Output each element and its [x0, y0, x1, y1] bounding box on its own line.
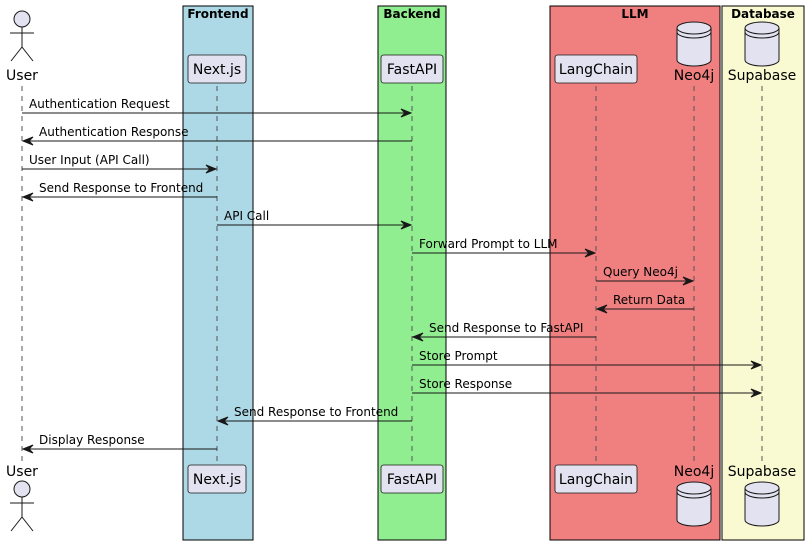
arrowhead-icon: [682, 276, 695, 286]
participant-user-top: User: [6, 10, 38, 84]
participant-fastapi-bottom: FastAPI: [380, 464, 444, 494]
group-llm: LLM: [549, 5, 721, 541]
message-5: API Call: [217, 209, 413, 230]
message-label: Store Prompt: [419, 349, 498, 363]
message-12: Send Response to Frontend: [216, 405, 412, 426]
message-6: Forward Prompt to LLM: [412, 237, 597, 258]
participant-nextjs-top: Next.js: [187, 54, 247, 84]
participant-langchain-bottom: LangChain: [554, 464, 638, 494]
group-title-llm: LLM: [621, 7, 648, 21]
group-backend: Backend: [377, 5, 447, 541]
participant-label-user: User: [6, 464, 38, 480]
message-label: Store Response: [419, 377, 512, 391]
group-database: Database: [721, 5, 805, 541]
participant-neo4j-bottom: Neo4j: [674, 464, 714, 527]
group-box-database: [721, 5, 805, 541]
message-1: Authentication Request: [22, 97, 413, 118]
group-frontend: Frontend: [182, 5, 254, 541]
arrowhead-icon: [750, 360, 763, 370]
message-label: Authentication Request: [29, 97, 170, 111]
message-label: API Call: [224, 209, 269, 223]
message-2: Authentication Response: [21, 125, 412, 146]
group-box-llm: [549, 5, 721, 541]
message-label: Query Neo4j: [603, 265, 678, 279]
person-icon: [10, 480, 34, 532]
participant-nextjs-bottom: Next.js: [187, 464, 247, 494]
participant-user-bottom: User: [6, 464, 38, 532]
message-label: Send Response to Frontend: [234, 405, 398, 419]
database-icon: [744, 21, 780, 67]
participant-box-fastapi: [380, 464, 444, 494]
participant-label-langchain: LangChain: [559, 62, 633, 78]
group-box-backend: [377, 5, 447, 541]
arrowhead-icon: [400, 220, 413, 230]
participant-label-supabase: Supabase: [728, 464, 797, 480]
participant-box-langchain: [554, 54, 638, 84]
database-icon: [676, 21, 712, 67]
participant-label-nextjs: Next.js: [193, 472, 241, 488]
database-icon: [676, 481, 712, 527]
message-9: Send Response to FastAPI: [411, 321, 596, 342]
message-label: Return Data: [613, 293, 685, 307]
arrowhead-icon: [21, 192, 34, 202]
participant-box-nextjs: [187, 54, 247, 84]
message-label: Authentication Response: [39, 125, 189, 139]
group-title-frontend: Frontend: [187, 7, 248, 21]
message-label: Send Response to Frontend: [39, 181, 203, 195]
participant-label-user: User: [6, 68, 38, 84]
arrowhead-icon: [400, 108, 413, 118]
participant-label-fastapi: FastAPI: [387, 62, 437, 78]
group-title-database: Database: [731, 7, 795, 21]
message-13: Display Response: [21, 433, 217, 454]
group-box-frontend: [182, 5, 254, 541]
message-7: Query Neo4j: [596, 265, 695, 286]
arrowhead-icon: [216, 416, 229, 426]
participant-label-fastapi: FastAPI: [387, 472, 437, 488]
participant-supabase-bottom: Supabase: [728, 464, 797, 527]
arrowhead-icon: [584, 248, 597, 258]
arrowhead-icon: [205, 164, 218, 174]
participant-langchain-top: LangChain: [554, 54, 638, 84]
arrowhead-icon: [21, 136, 34, 146]
arrowhead-icon: [595, 304, 608, 314]
message-label: User Input (API Call): [29, 153, 150, 167]
person-icon: [10, 10, 34, 62]
arrowhead-icon: [750, 388, 763, 398]
participant-box-fastapi: [380, 54, 444, 84]
message-label: Forward Prompt to LLM: [419, 237, 558, 251]
message-label: Send Response to FastAPI: [429, 321, 583, 335]
participant-neo4j-top: Neo4j: [674, 21, 714, 84]
participant-label-langchain: LangChain: [559, 472, 633, 488]
participant-label-supabase: Supabase: [728, 68, 797, 84]
message-4: Send Response to Frontend: [21, 181, 217, 202]
participant-label-neo4j: Neo4j: [674, 464, 714, 480]
arrowhead-icon: [21, 444, 34, 454]
message-8: Return Data: [595, 293, 694, 314]
message-10: Store Prompt: [412, 349, 763, 370]
database-icon: [744, 481, 780, 527]
participant-box-nextjs: [187, 464, 247, 494]
participant-fastapi-top: FastAPI: [380, 54, 444, 84]
message-label: Display Response: [39, 433, 145, 447]
participant-box-langchain: [554, 464, 638, 494]
group-title-backend: Backend: [383, 7, 440, 21]
arrowhead-icon: [411, 332, 424, 342]
participant-supabase-top: Supabase: [728, 21, 797, 84]
participant-label-nextjs: Next.js: [193, 62, 241, 78]
message-11: Store Response: [412, 377, 763, 398]
participant-label-neo4j: Neo4j: [674, 68, 714, 84]
message-3: User Input (API Call): [22, 153, 218, 174]
